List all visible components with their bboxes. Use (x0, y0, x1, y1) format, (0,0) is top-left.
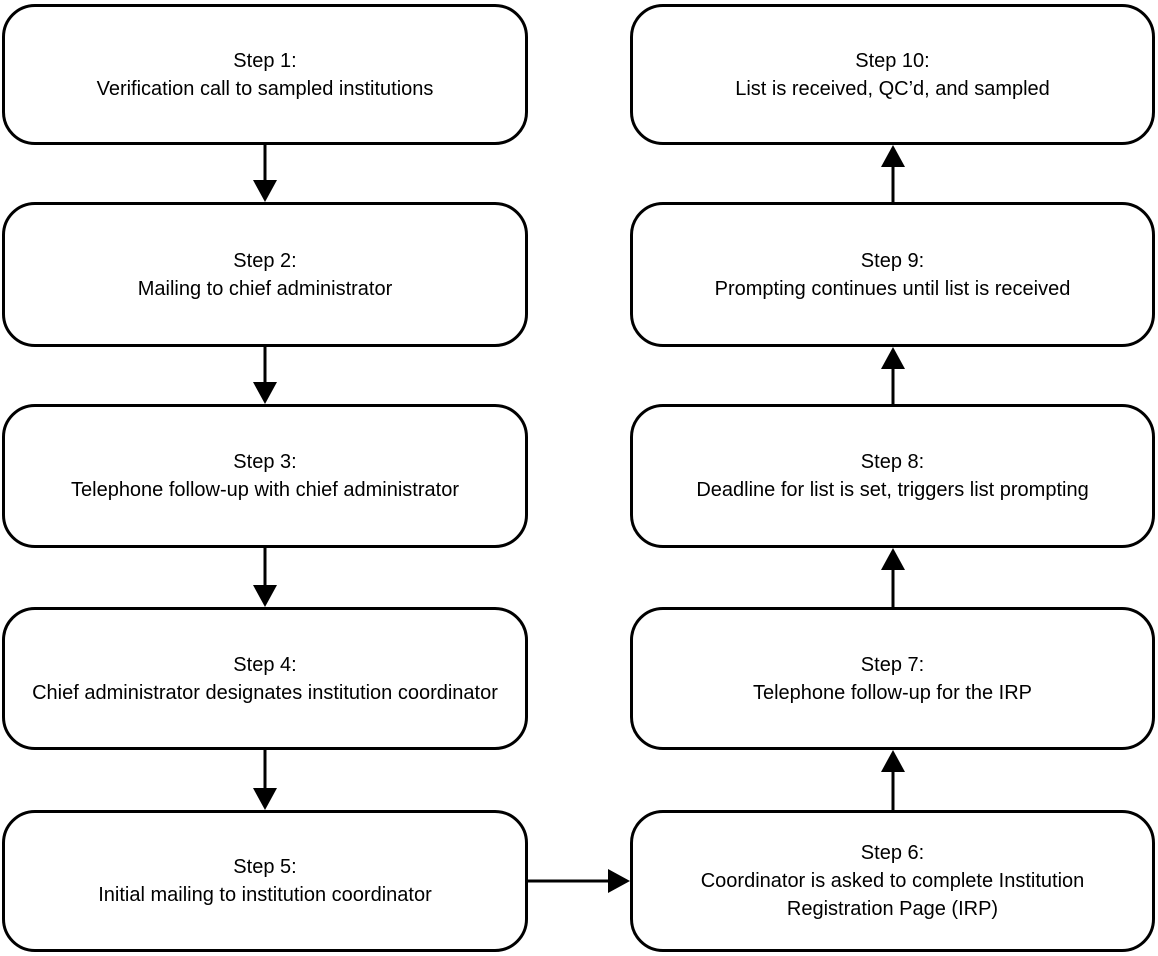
step-10-title: Step 10: (855, 49, 930, 72)
arrow-step-2-to-step-3 (253, 347, 277, 404)
arrow-step-3-to-step-4 (253, 548, 277, 607)
arrow-right-icon (608, 869, 630, 893)
step-3-description: Telephone follow-up with chief administr… (71, 479, 459, 501)
step-5-title: Step 5: (233, 856, 297, 878)
step-5-box: Step 5: Initial mailing to institution c… (2, 810, 528, 952)
step-8-box: Step 8: Deadline for list is set, trigge… (630, 404, 1155, 548)
arrow-shaft (891, 568, 895, 607)
arrow-step-9-to-step-10 (881, 145, 905, 202)
arrow-step-4-to-step-5 (253, 750, 277, 810)
arrow-shaft (263, 145, 267, 182)
arrow-shaft (891, 770, 895, 810)
arrow-down-icon (253, 788, 277, 810)
step-4-box: Step 4: Chief administrator designates i… (2, 607, 528, 750)
step-1-box: Step 1: Verification call to sampled ins… (2, 4, 528, 145)
step-4-title: Step 4: (233, 653, 297, 676)
step-9-title: Step 9: (860, 249, 925, 272)
arrow-shaft (528, 879, 610, 883)
step-3-title: Step 3: (233, 451, 297, 473)
step-10-box: Step 10: List is received, QC’d, and sam… (630, 4, 1155, 145)
arrow-shaft (263, 347, 267, 384)
step-9-description: Prompting continues until list is receiv… (714, 277, 1071, 300)
arrow-step-8-to-step-9 (881, 347, 905, 404)
arrow-shaft (263, 548, 267, 587)
step-10-description: List is received, QC’d, and sampled (735, 77, 1050, 100)
arrow-step-1-to-step-2 (253, 145, 277, 202)
step-5-description: Initial mailing to institution coordinat… (98, 884, 432, 906)
arrow-up-icon (881, 347, 905, 369)
step-2-title: Step 2: (233, 249, 297, 272)
step-1-title: Step 1: (233, 49, 297, 72)
arrow-step-5-to-step-6 (528, 869, 630, 893)
arrow-up-icon (881, 548, 905, 570)
step-9-box: Step 9: Prompting continues until list i… (630, 202, 1155, 347)
step-4-description: Chief administrator designates instituti… (32, 681, 498, 704)
arrow-up-icon (881, 145, 905, 167)
arrow-shaft (891, 165, 895, 202)
step-6-title: Step 6: (860, 842, 925, 864)
step-1-description: Verification call to sampled institution… (96, 77, 434, 100)
arrow-down-icon (253, 382, 277, 404)
step-6-box: Step 6: Coordinator is asked to complete… (630, 810, 1155, 952)
step-2-box: Step 2: Mailing to chief administrator (2, 202, 528, 347)
arrow-down-icon (253, 585, 277, 607)
step-6-description: Coordinator is asked to complete Institu… (700, 870, 1085, 920)
step-3-box: Step 3: Telephone follow-up with chief a… (2, 404, 528, 548)
step-7-title: Step 7: (860, 653, 925, 676)
step-7-description: Telephone follow-up for the IRP (752, 681, 1033, 704)
arrow-down-icon (253, 180, 277, 202)
arrow-shaft (263, 750, 267, 790)
arrow-step-6-to-step-7 (881, 750, 905, 810)
step-7-box: Step 7: Telephone follow-up for the IRP (630, 607, 1155, 750)
step-8-title: Step 8: (860, 451, 925, 473)
arrow-shaft (891, 367, 895, 404)
step-2-description: Mailing to chief administrator (137, 277, 393, 300)
arrow-step-7-to-step-8 (881, 548, 905, 607)
step-8-description: Deadline for list is set, triggers list … (696, 479, 1089, 501)
arrow-up-icon (881, 750, 905, 772)
